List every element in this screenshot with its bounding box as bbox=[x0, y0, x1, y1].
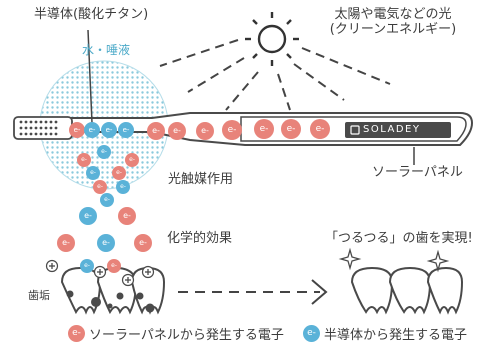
light-label-main: 太陽や電気などの光 bbox=[334, 7, 452, 22]
bristles bbox=[19, 120, 58, 136]
legend-semiconductor-text: 半導体から発生する電子 bbox=[324, 328, 468, 343]
water-saliva-label: 水・唾液 bbox=[82, 43, 131, 57]
legend-solar-text: ソーラーパネルから発生する電子 bbox=[89, 328, 284, 343]
semiconductor-electron-icon: e- bbox=[84, 122, 100, 138]
solar-panel-label: ソーラーパネル bbox=[372, 165, 463, 180]
solar-electron-icon: e- bbox=[118, 207, 136, 225]
light-label: 太陽や電気などの光 (クリーンエネルギー) bbox=[318, 7, 468, 38]
brand-logo-text: SOLADEY bbox=[363, 124, 421, 135]
brand-badge bbox=[345, 122, 451, 138]
blue-electron-icon: e- bbox=[303, 325, 320, 342]
solar-electron-icon: e- bbox=[168, 122, 186, 140]
semiconductor-electron-icon: e- bbox=[100, 193, 114, 207]
result-arrow bbox=[178, 279, 328, 305]
light-label-sub: (クリーンエネルギー) bbox=[329, 21, 457, 37]
solar-electron-icon: e- bbox=[77, 153, 91, 167]
semiconductor-electron-icon: e- bbox=[101, 122, 117, 138]
chemical-effect-label: 化学的効果 bbox=[167, 231, 233, 246]
solar-electron-icon: e- bbox=[134, 234, 152, 252]
semiconductor-electron-icon: e- bbox=[116, 180, 130, 194]
plaque-particles bbox=[66, 290, 155, 313]
solar-electron-icon: e- bbox=[125, 153, 139, 167]
solar-electron-icon: e- bbox=[112, 166, 126, 180]
semiconductor-electron-icon: e- bbox=[86, 166, 100, 180]
photocatalysis-label: 光触媒作用 bbox=[168, 172, 234, 187]
sun-icon bbox=[245, 12, 299, 66]
solar-electron-icon: e- bbox=[69, 122, 85, 138]
solar-electron-icon: e- bbox=[281, 119, 301, 139]
solar-electron-icon: e- bbox=[147, 122, 165, 140]
result-label: 「つるつる」の歯を実現! bbox=[325, 231, 473, 246]
plaque-label: 歯垢 bbox=[28, 289, 50, 302]
semiconductor-electron-icon: e- bbox=[118, 122, 134, 138]
legend-solar-electron: e- ソーラーパネルから発生する電子 bbox=[68, 324, 284, 343]
solar-electron-icon: e- bbox=[93, 180, 107, 194]
semiconductor-label: 半導体(酸化チタン) bbox=[34, 7, 149, 22]
semiconductor-electron-icon: e- bbox=[97, 234, 115, 252]
semiconductor-electron-icon: e- bbox=[97, 145, 111, 159]
solar-electron-icon: e- bbox=[57, 234, 75, 252]
solar-electron-icon: e- bbox=[196, 122, 214, 140]
red-electron-icon: e- bbox=[68, 325, 85, 342]
semiconductor-electron-icon: e- bbox=[80, 259, 94, 273]
solar-electron-icon: e- bbox=[254, 119, 274, 139]
solar-electron-icon: e- bbox=[222, 120, 242, 140]
solar-electron-icon: e- bbox=[310, 119, 330, 139]
solar-electron-icon: e- bbox=[107, 259, 121, 273]
clean-teeth bbox=[350, 266, 464, 315]
legend-semiconductor-electron: e- 半導体から発生する電子 bbox=[303, 324, 467, 343]
sparkle-icons bbox=[338, 247, 450, 273]
light-rays bbox=[159, 39, 391, 111]
semiconductor-pointer bbox=[87, 29, 93, 124]
semiconductor-electron-icon: e- bbox=[79, 207, 97, 225]
toothbrush bbox=[13, 112, 474, 146]
